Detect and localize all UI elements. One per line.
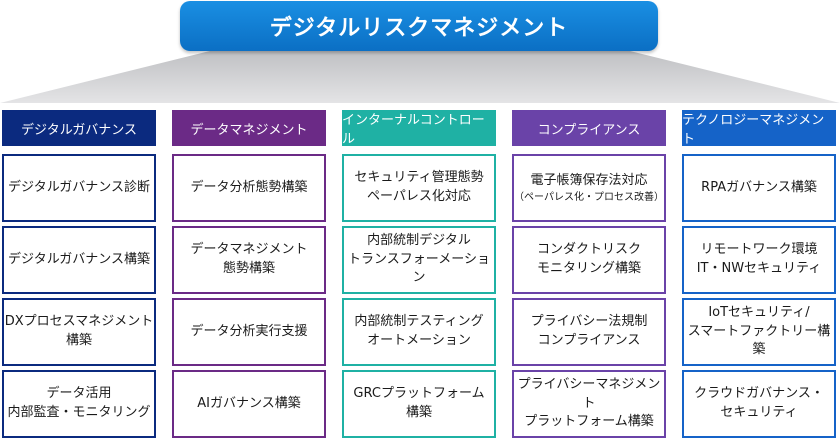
item-content: データマネジメント 態勢構築 xyxy=(190,241,307,279)
item-box: データ分析態勢構築 xyxy=(172,154,326,222)
main-title: デジタルリスクマネジメント xyxy=(180,1,658,51)
item-text: データマネジメント 態勢構築 xyxy=(190,242,308,276)
item-text: データ活用 内部監査・モニタリング xyxy=(7,386,151,420)
item-content: コンダクトリスク モニタリング構築 xyxy=(537,241,641,279)
item-box: AIガバナンス構築 xyxy=(172,370,326,438)
item-box: IoTセキュリティ/ スマートファクトリー構築 xyxy=(682,298,836,366)
item-box: プライバシーマネジメント プラットフォーム構築 xyxy=(512,370,666,438)
item-content: GRCプラットフォーム 構築 xyxy=(353,385,484,423)
item-box: プライバシー法規制 コンプライアンス xyxy=(512,298,666,366)
item-box: クラウドガバナンス・ セキュリティ xyxy=(682,370,836,438)
item-text: リモートワーク環境 IT・NWセキュリティ xyxy=(696,242,822,276)
item-content: RPAガバナンス構築 xyxy=(701,179,817,198)
item-text: 電子帳簿保存法対応 xyxy=(530,173,648,189)
item-text: RPAガバナンス構築 xyxy=(701,179,817,195)
item-box: セキュリティ管理態勢 ペーパレス化対応 xyxy=(342,154,496,222)
item-box: RPAガバナンス構築 xyxy=(682,154,836,222)
item-text: プライバシーマネジメント プラットフォーム構築 xyxy=(517,376,661,430)
item-box: 電子帳簿保存法対応 （ペーパレス化・プロセス改善） xyxy=(512,154,666,222)
item-text: 内部統制テスティング オートメーション xyxy=(354,314,484,348)
item-text: DXプロセスマネジメント 構築 xyxy=(4,314,154,348)
column-header: テクノロジーマネジメント xyxy=(682,110,836,147)
item-text: IoTセキュリティ/ スマートファクトリー構築 xyxy=(687,304,831,358)
item-content: クラウドガバナンス・ セキュリティ xyxy=(694,385,824,423)
item-content: リモートワーク環境 IT・NWセキュリティ xyxy=(697,241,822,279)
item-content: 電子帳簿保存法対応 （ペーパレス化・プロセス改善） xyxy=(514,172,664,204)
column-header: データマネジメント xyxy=(172,110,326,146)
item-box: データマネジメント 態勢構築 xyxy=(172,226,326,294)
item-box: デジタルガバナンス診断 xyxy=(2,154,156,222)
item-box: GRCプラットフォーム 構築 xyxy=(342,370,496,438)
column-4: コンプライアンス電子帳簿保存法対応 （ペーパレス化・プロセス改善） コンダクトリスク… xyxy=(512,110,666,438)
roof-shape xyxy=(0,46,840,103)
item-content: 内部統制テスティング オートメーション xyxy=(354,313,483,351)
item-content: 内部統制デジタル トランスフォーメーション xyxy=(344,232,494,289)
item-content: データ分析態勢構築 xyxy=(190,179,307,198)
item-subtext: （ペーパレス化・プロセス改善） xyxy=(514,191,664,203)
item-box: コンダクトリスク モニタリング構築 xyxy=(512,226,666,294)
item-text: データ分析実行支援 xyxy=(190,323,308,339)
item-text: 内部統制デジタル トランスフォーメーション xyxy=(348,232,490,286)
item-text: データ分析態勢構築 xyxy=(190,179,308,195)
item-text: GRCプラットフォーム 構築 xyxy=(353,386,485,420)
item-content: セキュリティ管理態勢 ペーパレス化対応 xyxy=(354,169,483,207)
item-text: プライバシー法規制 コンプライアンス xyxy=(530,314,648,348)
column-header: インターナルコントロール xyxy=(342,110,496,147)
item-box: デジタルガバナンス構築 xyxy=(2,226,156,294)
main-title-text: デジタルリスクマネジメント xyxy=(269,16,569,41)
column-5: テクノロジーマネジメント RPAガバナンス構築リモートワーク環境 IT・NWセキュ… xyxy=(682,110,836,438)
item-content: AIガバナンス構築 xyxy=(197,395,300,414)
item-content: プライバシー法規制 コンプライアンス xyxy=(531,313,648,351)
column-3: インターナルコントロールセキュリティ管理態勢 ペーパレス化対応内部統制デジタル … xyxy=(342,110,496,438)
item-text: AIガバナンス構築 xyxy=(197,395,301,411)
item-content: IoTセキュリティ/ スマートファクトリー構築 xyxy=(684,304,834,361)
item-content: デジタルガバナンス構築 xyxy=(8,251,150,270)
item-box: データ分析実行支援 xyxy=(172,298,326,366)
item-box: リモートワーク環境 IT・NWセキュリティ xyxy=(682,226,836,294)
item-box: DXプロセスマネジメント 構築 xyxy=(2,298,156,366)
item-text: コンダクトリスク モニタリング構築 xyxy=(536,242,641,276)
item-text: デジタルガバナンス構築 xyxy=(7,251,151,267)
column-2: データマネジメントデータ分析態勢構築データマネジメント 態勢構築データ分析実行支… xyxy=(172,110,326,438)
item-box: 内部統制テスティング オートメーション xyxy=(342,298,496,366)
item-content: データ活用 内部監査・モニタリング xyxy=(7,385,150,423)
item-box: 内部統制デジタル トランスフォーメーション xyxy=(342,226,496,294)
item-content: デジタルガバナンス診断 xyxy=(8,179,150,198)
item-text: デジタルガバナンス診断 xyxy=(7,179,151,195)
item-content: DXプロセスマネジメント 構築 xyxy=(5,313,154,351)
item-text: セキュリティ管理態勢 ペーパレス化対応 xyxy=(354,170,484,204)
item-content: プライバシーマネジメント プラットフォーム構築 xyxy=(514,376,664,433)
item-box: データ活用 内部監査・モニタリング xyxy=(2,370,156,438)
item-content: データ分析実行支援 xyxy=(190,323,307,342)
column-1: デジタルガバナンスデジタルガバナンス診断デジタルガバナンス構築 DXプロセスマネジ… xyxy=(2,110,156,438)
item-text: クラウドガバナンス・ セキュリティ xyxy=(694,386,824,420)
column-header: コンプライアンス xyxy=(512,110,666,146)
column-header: デジタルガバナンス xyxy=(2,110,156,146)
